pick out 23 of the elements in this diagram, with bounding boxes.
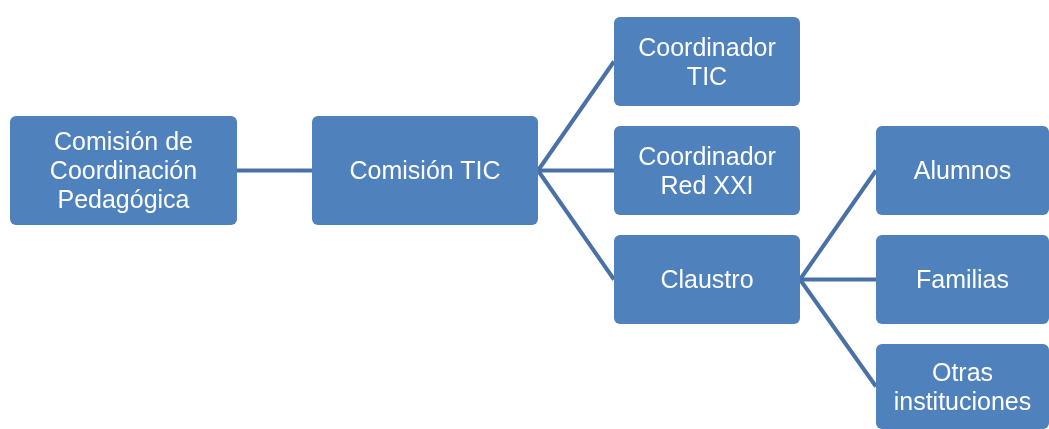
org-box (876, 344, 1049, 429)
box-label: Claustro (660, 265, 754, 294)
connector-line (536, 60, 616, 172)
box-label: Familias (915, 265, 1010, 294)
org-box (10, 116, 237, 225)
box-label: Otras instituciones (892, 357, 1033, 416)
connector-line (800, 277, 876, 282)
org-box (876, 235, 1049, 324)
box-label: Comisión de Coordinación Pedagógica (48, 127, 199, 214)
box-label: Comisión TIC (349, 156, 501, 185)
org-box (876, 126, 1049, 215)
connector-line (538, 168, 614, 173)
connector-line (536, 169, 616, 281)
connector-line (237, 168, 312, 173)
org-box (614, 235, 800, 324)
connector-line (798, 278, 878, 388)
org-box (614, 17, 800, 106)
org-box (614, 126, 800, 215)
org-box (312, 116, 538, 225)
box-label: Coordinador TIC (637, 32, 777, 91)
connector-line (798, 169, 878, 281)
box-label: Coordinador Red XXI (637, 141, 777, 200)
box-label: Alumnos (913, 156, 1012, 185)
